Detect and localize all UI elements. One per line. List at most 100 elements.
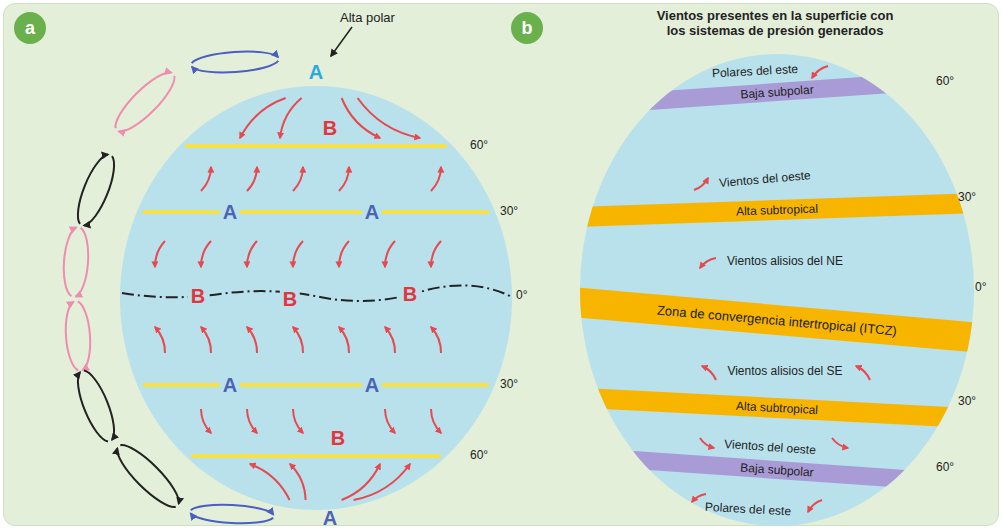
pressure-letter: A [220,201,240,224]
cell-arc [109,66,172,129]
band-label: Baja subpolar [740,82,814,101]
wind-arrow [155,327,165,353]
wind-arrow [247,327,257,353]
circulation-cells [62,49,279,525]
pressure-letter: A [362,374,382,397]
wind-arrow [293,241,303,267]
pressure-letter: B [331,427,345,450]
cell-arc [78,301,93,370]
wind-label: Vientos del oeste [719,169,812,191]
wind-arrow [247,409,257,433]
wind-arrow [385,327,395,353]
wind-arrow [293,409,303,433]
circulation-cell [71,367,121,445]
equator-line [122,285,510,301]
wind-arrow [431,409,441,433]
callout-label: Alta polar [340,11,395,26]
wind-arrow [201,167,211,191]
latitude-line [191,454,440,458]
wind-label: Vientos del oeste [724,438,817,458]
cell-arc [64,302,79,371]
wind-arrow [812,66,828,78]
wind-arrow [694,178,708,190]
latitude-line [143,383,488,387]
wind-arrow [700,258,716,268]
latitude-line [143,210,489,214]
pressure-letter: A [323,507,337,530]
pressure-letter: A [309,61,323,84]
wind-arrow [692,494,706,502]
pressure-letter: A [220,374,240,397]
wind-arrow [201,409,211,433]
latitude-label: 0° [975,281,986,295]
circulation-cell [191,49,279,75]
circulation-cell [62,227,91,297]
wind-arrow [293,167,303,191]
wind-arrow [201,241,211,267]
wind-arrow [339,167,349,191]
cell-arc [84,367,121,440]
circulation-cell [110,438,185,513]
wind-arrow [431,167,441,191]
wind-arrow [342,98,380,138]
wind-arrow [431,327,441,353]
cell-arc [84,156,121,229]
latitude-label: 30° [958,395,976,409]
wind-arrow [250,464,290,500]
badge-letter: a [25,18,35,39]
cell-arc [191,49,278,63]
wind-arrow [280,98,302,138]
latitude-label: 30° [500,205,518,219]
globe-a [120,86,512,510]
badge-letter: b [522,18,533,39]
circulation-cell [109,66,182,139]
band-label: Alta subtropical [736,202,818,219]
panel-title: Vientos presentes en la superficie con l… [650,8,900,38]
pressure-letter: B [188,285,208,308]
wind-arrow [240,98,286,138]
cell-arc [76,228,91,297]
pressure-band: Alta subtropical [580,192,974,228]
cell-arc [191,503,274,515]
pressure-band: Zona de convergencia intertropical (ITCZ… [580,285,974,354]
cell-arc [62,227,77,296]
latitude-label: 60° [936,75,954,89]
wind-arrow [339,241,349,267]
wind-arrow [293,327,303,353]
wind-arrow [290,464,306,500]
wind-label: Polares del este [705,501,792,519]
cell-arc [71,151,108,224]
wind-arrow [247,167,257,191]
wind-arrow [358,98,420,138]
wind-arrow [700,438,714,448]
wind-arrow [856,366,870,380]
circulation-cell [64,301,93,371]
cell-arc [71,372,108,445]
wind-arrow [385,409,395,433]
panel-badge: a [14,12,46,44]
wind-arrow [832,438,848,448]
latitude-label: 30° [958,191,976,205]
wind-arrow [385,241,395,267]
wind-label: Polares del este [712,63,799,81]
panel-badge: b [511,12,543,44]
latitude-label: 60° [470,139,488,153]
cell-arc [110,448,175,513]
wind-arrow [201,327,211,353]
cell-arc [120,438,185,503]
pressure-letter: B [280,288,300,311]
wind-arrow [431,241,441,267]
band-label: Zona de convergencia intertropical (ITCZ… [656,302,897,338]
wind-arrow [808,500,822,512]
cell-arc [190,513,273,525]
wind-arrows [155,66,870,512]
latitude-lines [143,146,489,456]
band-label: Baja subpolar [740,460,814,479]
pressure-letter: B [400,283,420,306]
wind-label: Vientos alisios del SE [727,365,842,379]
cell-arc [119,76,182,139]
latitude-label: 0° [516,289,527,303]
latitude-label: 30° [500,378,518,392]
wind-arrow [354,464,410,500]
